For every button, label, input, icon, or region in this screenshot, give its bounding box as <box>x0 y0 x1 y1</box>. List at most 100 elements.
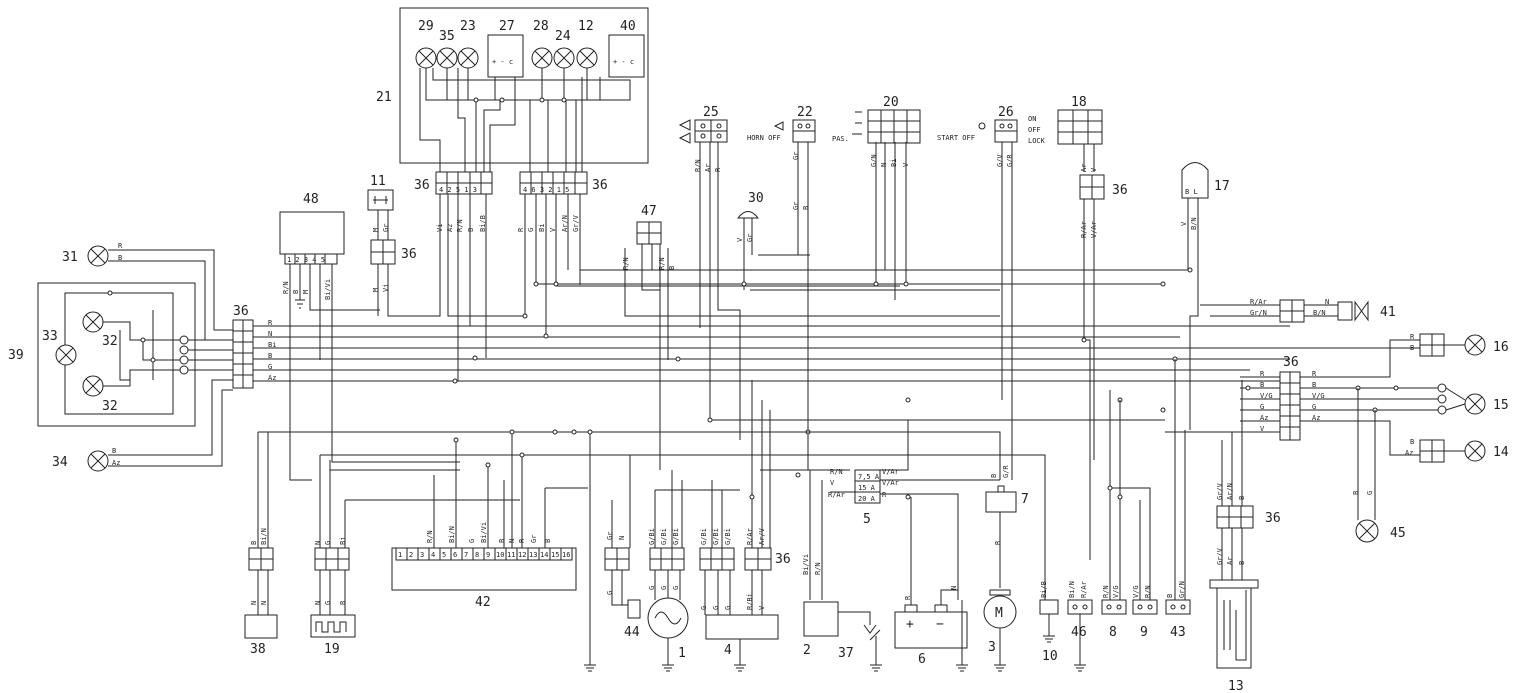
distribution-wires <box>447 194 1165 440</box>
svg-text:B: B <box>118 254 122 262</box>
label-44: 44 <box>624 625 640 640</box>
svg-text:V: V <box>830 479 835 487</box>
svg-text:B: B <box>1166 594 1174 598</box>
svg-text:R/Ar: R/Ar <box>828 491 845 499</box>
svg-text:G/R: G/R <box>1002 465 1010 478</box>
label-16: 16 <box>1493 340 1509 355</box>
tank-unit-13 <box>1209 579 1259 589</box>
svg-text:Az: Az <box>1260 414 1268 422</box>
svg-text:4: 4 <box>431 551 435 559</box>
svg-text:G/Bi: G/Bi <box>700 528 708 545</box>
svg-text:B L: B L <box>1185 188 1198 196</box>
svg-text:G: G <box>1366 491 1374 495</box>
label-3: 3 <box>988 640 996 655</box>
svg-text:G: G <box>268 363 272 371</box>
label-40: 40 <box>620 19 636 34</box>
svg-text:Ar/N: Ar/N <box>1226 483 1234 500</box>
switch-8 <box>1101 599 1127 615</box>
label-36-c: 36 <box>1112 183 1128 198</box>
svg-text:B: B <box>1312 381 1316 389</box>
lamp-14 <box>1464 440 1486 462</box>
svg-text:M: M <box>372 228 380 232</box>
svg-text:Ar/N: Ar/N <box>561 215 569 232</box>
cdi-pins <box>406 548 562 560</box>
svg-text:Bi/B: Bi/B <box>1040 581 1048 598</box>
svg-text:R/N: R/N <box>814 562 822 575</box>
svg-text:N: N <box>880 163 888 167</box>
svg-text:14: 14 <box>540 551 548 559</box>
svg-text:G: G <box>468 539 476 543</box>
lamp-35 <box>436 47 458 69</box>
svg-text:Vi: Vi <box>382 284 390 292</box>
svg-text:R/Bi: R/Bi <box>746 593 754 610</box>
label-46: 46 <box>1071 625 1087 640</box>
lower-routing <box>257 359 1186 665</box>
svg-text:R: R <box>517 227 525 232</box>
svg-text:Az: Az <box>268 374 276 382</box>
headlight-connector <box>179 335 189 375</box>
svg-text:G: G <box>700 606 708 610</box>
svg-text:B: B <box>268 352 272 360</box>
svg-text:N: N <box>1325 298 1329 306</box>
svg-text:Ar: Ar <box>1226 557 1234 565</box>
main-harness-bus <box>253 325 1440 382</box>
svg-text:Bi: Bi <box>538 224 546 232</box>
svg-text:B: B <box>112 447 116 455</box>
lamp-33 <box>55 344 77 366</box>
svg-text:N: N <box>260 601 268 605</box>
svg-text:Gr: Gr <box>382 224 390 232</box>
svg-text:M: M <box>372 288 380 292</box>
svg-text:Bi/N: Bi/N <box>448 526 456 543</box>
label-21: 21 <box>376 90 392 105</box>
battery-plus: + <box>906 617 914 632</box>
label-9: 9 <box>1140 625 1148 640</box>
svg-text:N: N <box>508 539 516 543</box>
svg-text:B: B <box>292 290 300 294</box>
svg-text:Ar: Ar <box>1080 164 1088 172</box>
svg-text:Ar: Ar <box>704 164 712 172</box>
svg-text:V: V <box>1260 425 1265 433</box>
battery-minus: − <box>936 617 944 632</box>
svg-text:R: R <box>1312 370 1317 378</box>
svg-text:B: B <box>1260 381 1264 389</box>
svg-text:B: B <box>1410 344 1414 352</box>
label-26: 26 <box>998 105 1014 120</box>
svg-text:R/N: R/N <box>694 159 702 172</box>
label-34: 34 <box>52 455 68 470</box>
key-on-label: ON <box>1028 115 1036 123</box>
label-25: 25 <box>703 105 719 120</box>
svg-text:V/G: V/G <box>1260 392 1273 400</box>
dashboard-wiring <box>419 68 631 172</box>
svg-text:Vi: Vi <box>436 224 444 232</box>
svg-text:V: V <box>758 605 766 610</box>
label-42: 42 <box>475 595 491 610</box>
svg-text:G/Bi: G/Bi <box>648 528 656 545</box>
svg-text:Bi/N: Bi/N <box>260 528 268 545</box>
lamp-15 <box>1464 393 1486 415</box>
pickup-44 <box>627 599 641 619</box>
svg-text:3: 3 <box>420 551 424 559</box>
svg-text:B: B <box>467 228 475 232</box>
svg-text:B/N: B/N <box>1313 309 1326 317</box>
svg-text:B: B <box>1352 491 1360 495</box>
label-17: 17 <box>1214 179 1230 194</box>
svg-text:G: G <box>1312 403 1316 411</box>
svg-text:Gr/V: Gr/V <box>572 214 580 232</box>
svg-text:V/Ar: V/Ar <box>1090 221 1098 238</box>
svg-text:Gr/V: Gr/V <box>1216 482 1224 500</box>
svg-text:R/N: R/N <box>622 257 630 270</box>
svg-text:V: V <box>1090 167 1098 172</box>
key-switch-18 <box>1057 109 1103 145</box>
svg-text:V/G: V/G <box>1112 585 1120 598</box>
svg-text:R/N: R/N <box>426 530 434 543</box>
label-36-f: 36 <box>1283 355 1299 370</box>
label-6: 6 <box>918 652 926 667</box>
starter-relay-7 <box>985 491 1017 513</box>
label-32-a: 32 <box>102 334 118 349</box>
label-1: 1 <box>678 646 686 661</box>
svg-text:R: R <box>118 242 123 250</box>
svg-text:2: 2 <box>409 551 413 559</box>
lamp-24 <box>553 47 575 69</box>
svg-text:Gr: Gr <box>746 234 754 242</box>
fuse-rating-2: 15 A <box>858 484 876 492</box>
